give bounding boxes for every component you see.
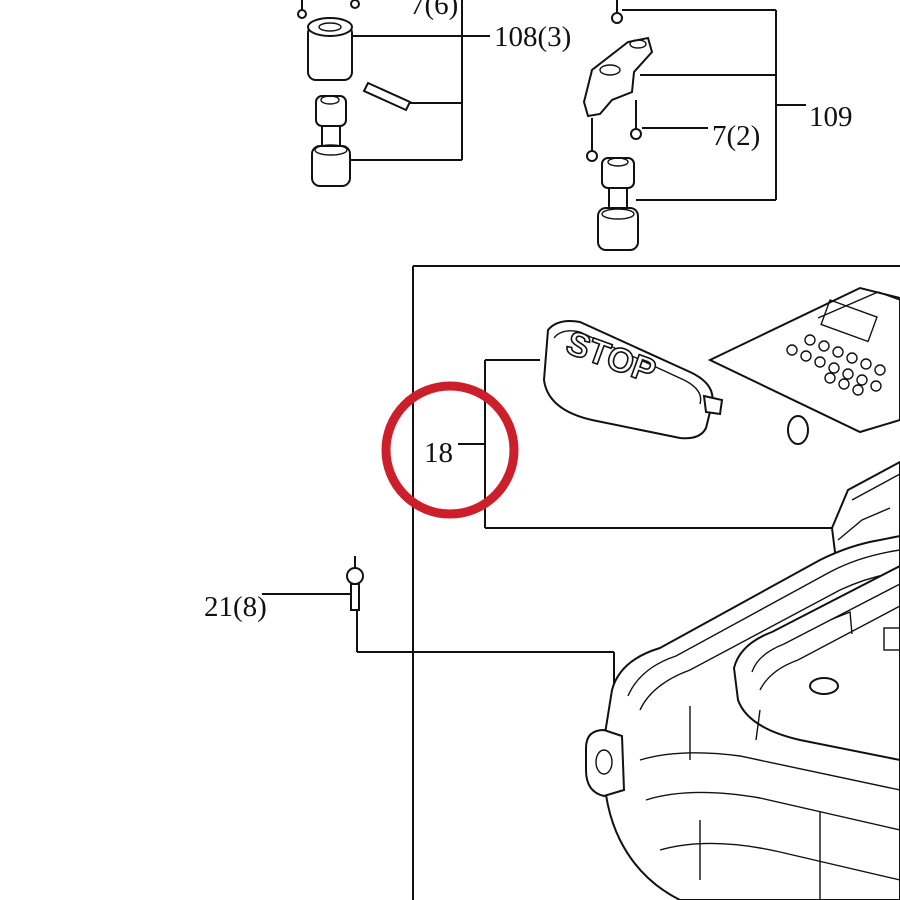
keypad-panel-part [707, 286, 900, 445]
label-7-6: 7(6) [410, 0, 458, 21]
part-109-assembly [582, 0, 806, 251]
part-108-assembly [297, 0, 490, 187]
screw-21 [262, 556, 615, 720]
keypad-buttons [786, 334, 886, 396]
label-21-8: 21(8) [204, 591, 267, 623]
main-housing-part [585, 460, 900, 900]
label-108: 108(3) [494, 21, 571, 53]
highlight-circle [381, 381, 519, 519]
enclosure-frame [412, 265, 900, 900]
label-18: 18 [424, 437, 453, 469]
label-109: 109 [809, 101, 853, 133]
label-7-2: 7(2) [712, 120, 760, 152]
stop-button-part: STOP [542, 320, 724, 440]
